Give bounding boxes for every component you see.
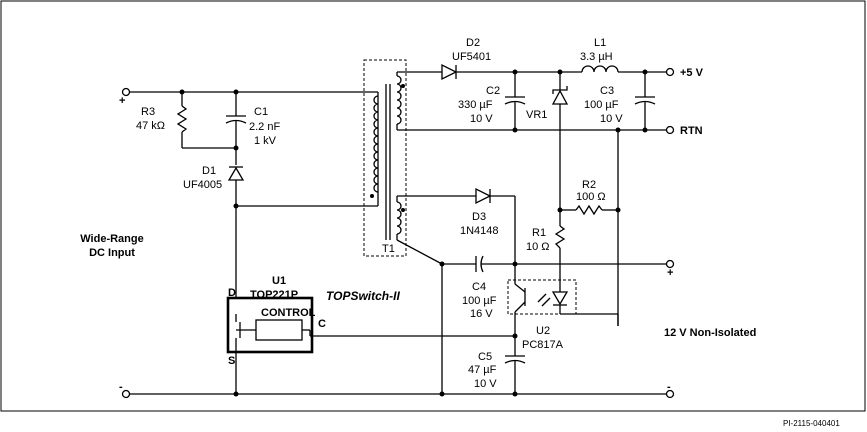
u1-control-label: CONTROL [261, 307, 316, 319]
u1-pin-s: S [228, 355, 235, 367]
c4-value1: 100 µF [462, 295, 497, 307]
u1-ref: U1 [272, 275, 286, 287]
secondary-5v-wiring [397, 63, 666, 226]
vr1-ref: VR1 [526, 109, 547, 121]
input-wiring [126, 91, 666, 395]
d1-ref: D1 [202, 165, 216, 177]
c5-ref: C5 [478, 351, 492, 363]
u1-pin-c: C [318, 318, 326, 330]
c1-value1: 2.2 nF [249, 121, 280, 133]
output-5v-terminal [665, 67, 675, 77]
c4-value2: 16 V [470, 308, 493, 320]
c3-value1: 100 µF [584, 99, 619, 111]
r1-ref: R1 [532, 227, 546, 239]
input-label-line1: Wide-Range [80, 233, 143, 245]
c1-ref: C1 [254, 106, 268, 118]
u1-family-label: TOPSwitch-II [326, 289, 400, 303]
c3-value2: 10 V [600, 113, 623, 125]
c2-ref: C2 [486, 85, 500, 97]
c2-value2: 10 V [470, 113, 493, 125]
input-minus-label: - [119, 381, 123, 393]
t1-ref: T1 [382, 243, 395, 255]
d2-ref: D2 [466, 37, 480, 49]
output-12v-plus-label: + [667, 267, 673, 279]
d3-value: 1N4148 [460, 225, 499, 237]
c5-value1: 47 µF [468, 364, 497, 376]
output-5v-label: +5 V [680, 67, 704, 79]
output-12v-minus-terminal [665, 389, 675, 399]
c1-value2: 1 kV [254, 135, 277, 147]
u1-topswitch [226, 296, 314, 354]
r3-value: 47 kΩ [136, 120, 165, 132]
r3-ref: R3 [141, 106, 155, 118]
output-rtn-terminal [665, 125, 675, 135]
c2-value1: 330 µF [458, 99, 493, 111]
c3-ref: C3 [600, 85, 614, 97]
r2-value: 100 Ω [576, 191, 606, 203]
junction-dots-input [179, 89, 239, 397]
d1-value: UF4005 [183, 179, 222, 191]
junction-dots-feedback [439, 207, 621, 397]
u2-ref: U2 [536, 325, 550, 337]
input-plus-label: + [119, 95, 125, 107]
junction-dots-5v [512, 69, 648, 133]
output-12v-plus-terminal [665, 259, 675, 269]
u1-pin-d: D [228, 287, 236, 299]
l1-value: 3.3 µH [580, 51, 613, 63]
output-rtn-label: RTN [680, 125, 703, 137]
r2-ref: R2 [582, 179, 596, 191]
feedback-wiring [310, 130, 666, 394]
input-minus-terminal [121, 389, 131, 399]
output-12v-minus-label: - [667, 381, 671, 393]
input-plus-terminal [121, 87, 131, 97]
footer-code: PI-2115-040401 [783, 419, 840, 428]
input-label-line2: DC Input [89, 247, 135, 259]
output-12v-label: 12 V Non-Isolated [664, 327, 756, 339]
diagram-border [0, 0, 866, 412]
u1-part: TOP221P [250, 289, 298, 301]
l1-ref: L1 [594, 37, 606, 49]
c4-ref: C4 [472, 281, 486, 293]
r1-value: 10 Ω [526, 241, 550, 253]
d3-ref: D3 [472, 211, 486, 223]
u2-part: PC817A [522, 339, 564, 351]
c5-value2: 10 V [474, 378, 497, 390]
transformer-t1 [363, 59, 407, 257]
d2-value: UF5401 [452, 51, 491, 63]
